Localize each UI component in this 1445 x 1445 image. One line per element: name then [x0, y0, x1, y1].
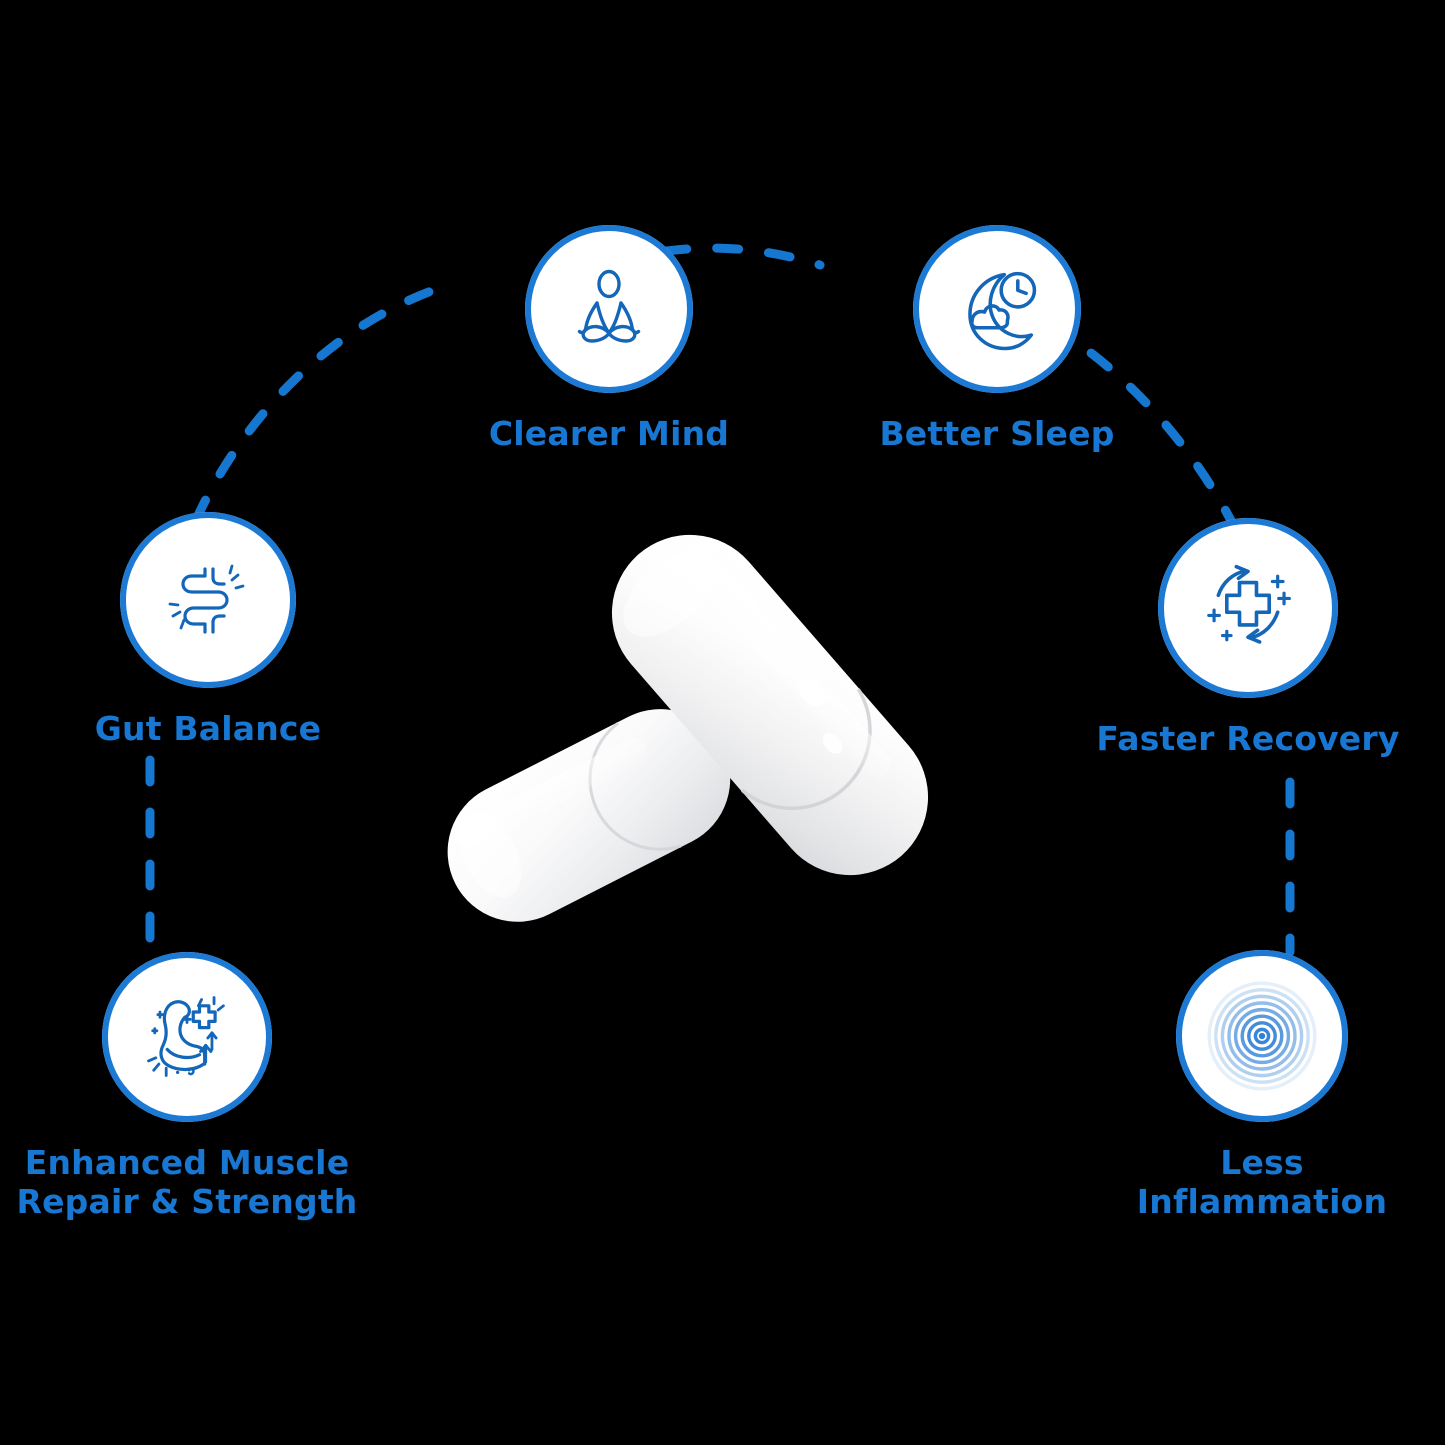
benefit-node-inflammation[interactable]: Less Inflammation: [1082, 950, 1442, 1222]
benefit-label-gut-balance: Gut Balance: [94, 709, 322, 748]
capsule-pills-image: [430, 480, 1050, 960]
benefit-badge-faster-recovery: [1158, 518, 1338, 698]
benefit-node-faster-recovery[interactable]: Faster Recovery: [1058, 518, 1438, 759]
flexing-bicep-medical-cross-up-arrow-icon: [147, 996, 225, 1077]
benefit-badge-better-sleep: [913, 225, 1081, 393]
benefit-badge-muscle: [102, 952, 272, 1122]
benefit-label-faster-recovery: Faster Recovery: [1096, 719, 1400, 758]
benefit-node-gut-balance[interactable]: Gut Balance: [28, 512, 388, 749]
benefit-label-inflammation: Less Inflammation: [1136, 1143, 1388, 1221]
medical-cross-rotating-arrows-icon: [1207, 564, 1291, 644]
connector-gut-to-mind: [191, 285, 439, 525]
benefit-badge-gut-balance: [120, 512, 296, 688]
benefit-node-better-sleep[interactable]: Better Sleep: [822, 225, 1172, 454]
benefit-badge-inflammation: [1176, 950, 1348, 1122]
benefit-node-clearer-mind[interactable]: Clearer Mind: [434, 225, 784, 454]
benefit-badge-clearer-mind: [525, 225, 693, 393]
crescent-moon-clock-cloud-icon: [968, 271, 1037, 351]
benefit-label-better-sleep: Better Sleep: [879, 414, 1115, 453]
intestine-digestive-tract-icon: [168, 564, 245, 634]
benefit-label-muscle: Enhanced Muscle Repair & Strength: [16, 1143, 358, 1221]
meditation-lotus-pose-icon: [577, 269, 641, 343]
benefit-node-muscle[interactable]: Enhanced Muscle Repair & Strength: [0, 952, 382, 1222]
benefit-label-clearer-mind: Clearer Mind: [488, 414, 730, 453]
concentric-ripple-rings-icon: [1207, 981, 1317, 1091]
